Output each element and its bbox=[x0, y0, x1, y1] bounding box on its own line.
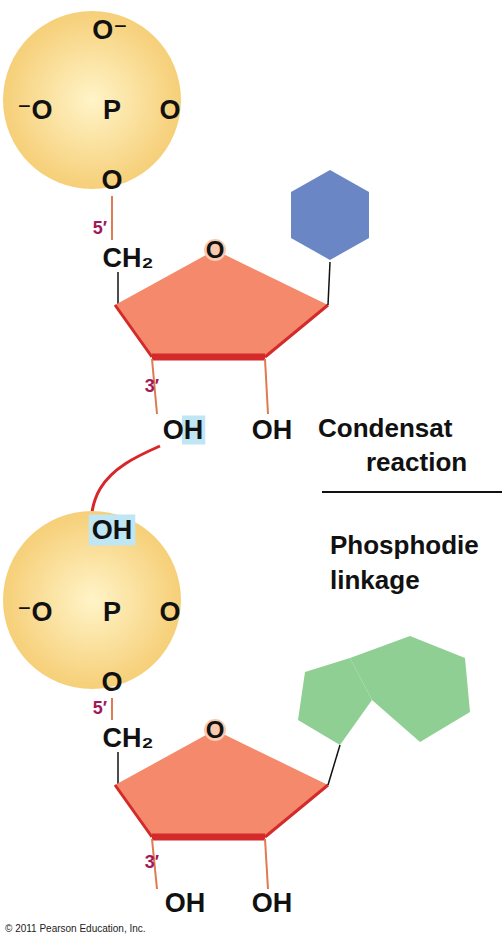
base-bond bbox=[328, 745, 340, 785]
ch2-bond bbox=[117, 272, 119, 305]
c2-bond bbox=[265, 359, 268, 414]
atom-label: O⁻ bbox=[92, 17, 127, 44]
ch2-group: CH₂ bbox=[103, 725, 154, 752]
ribose-edge bbox=[265, 305, 328, 357]
c5-bond bbox=[111, 698, 113, 720]
c2-bond bbox=[265, 839, 268, 889]
atom-label: ⁻O bbox=[17, 97, 52, 124]
pyrimidine-base bbox=[291, 170, 369, 260]
c5-bond bbox=[111, 196, 113, 240]
ring-oxygen bbox=[204, 719, 226, 741]
ring-oxygen bbox=[204, 239, 226, 261]
carbon-number: 3′ bbox=[145, 377, 159, 395]
atom-label: O bbox=[159, 97, 180, 124]
linkage-label: Phosphodie bbox=[330, 532, 479, 558]
atom-label: P bbox=[103, 97, 121, 124]
ribose-edge bbox=[152, 834, 265, 841]
ch2-group: CH₂ bbox=[103, 245, 154, 272]
ribose-edge bbox=[115, 785, 152, 837]
linkage-label: linkage bbox=[330, 567, 420, 593]
atom-label: P bbox=[103, 599, 121, 626]
hydroxyl-group: OH bbox=[252, 890, 293, 917]
carbon-number: 5′ bbox=[93, 699, 107, 717]
atom-label: O bbox=[101, 669, 122, 696]
atom-label: ⁻O bbox=[17, 599, 52, 626]
ribose-edge bbox=[265, 785, 328, 837]
ring-oxygen-label: O bbox=[206, 238, 225, 262]
phosphate-group: O⁻⁻OPOO bbox=[2, 10, 182, 190]
ribose-edge bbox=[152, 354, 265, 361]
copyright-note: © 2011 Pearson Education, Inc. bbox=[5, 924, 146, 934]
highlight bbox=[89, 515, 136, 546]
hydroxyl-group: OH bbox=[165, 890, 206, 917]
reaction-label: Condensat bbox=[318, 415, 452, 441]
ch2-bond bbox=[117, 752, 119, 785]
reaction-bar bbox=[322, 491, 502, 493]
ribose-edge bbox=[115, 305, 152, 357]
base-bond bbox=[328, 262, 330, 305]
ring-oxygen-label: O bbox=[206, 718, 225, 742]
hydroxyl-group: OH bbox=[163, 417, 204, 444]
phosphate-group: OH⁻OPOO bbox=[2, 510, 182, 690]
hydroxyl-group: OH bbox=[252, 417, 293, 444]
atom-label: O bbox=[101, 167, 122, 194]
carbon-number: 5′ bbox=[93, 219, 107, 237]
reaction-label: reaction bbox=[366, 449, 467, 475]
carbon-number: 3′ bbox=[145, 853, 159, 871]
atom-label: OH bbox=[92, 517, 133, 544]
purine-base bbox=[298, 636, 470, 745]
atom-label: O bbox=[159, 599, 180, 626]
